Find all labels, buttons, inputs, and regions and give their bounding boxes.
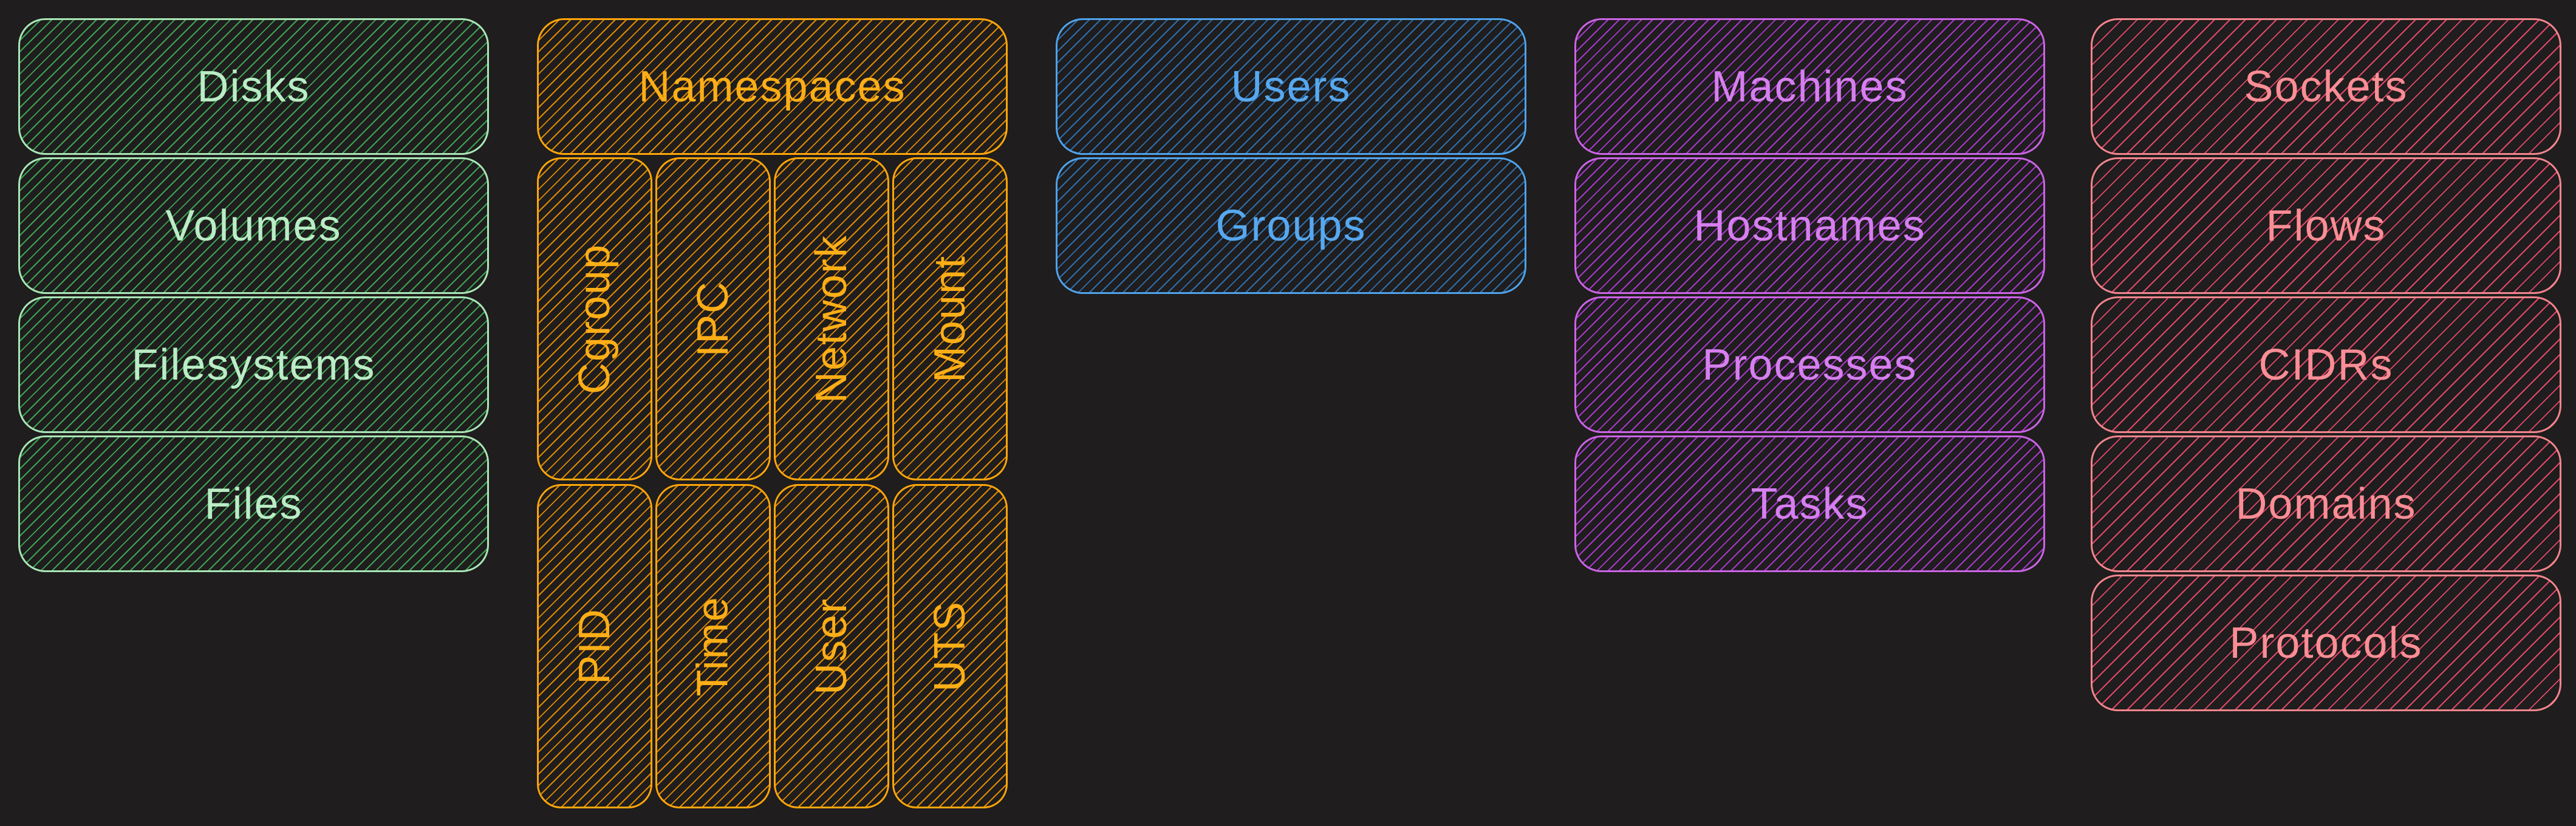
- node-label: Groups: [1215, 201, 1367, 250]
- node-sockets: Sockets: [2091, 18, 2561, 155]
- node-users: Users: [1056, 18, 1526, 155]
- node-label: Namespaces: [638, 62, 906, 111]
- node-protocols: Protocols: [2091, 575, 2561, 711]
- node-cidrs: CIDRs: [2091, 296, 2561, 433]
- node-groups: Groups: [1056, 157, 1526, 294]
- node-label: CIDRs: [2258, 340, 2394, 389]
- node-network: Network: [774, 157, 889, 480]
- node-files: Files: [18, 435, 489, 572]
- node-time: Time: [655, 484, 771, 808]
- node-label: Machines: [1711, 62, 1908, 111]
- node-label: Sockets: [2244, 62, 2408, 111]
- node-label: Protocols: [2229, 618, 2423, 667]
- node-label: Processes: [1702, 340, 1918, 389]
- node-uts: UTS: [892, 484, 1008, 808]
- node-label: Hostnames: [1693, 201, 1926, 250]
- node-label: Volumes: [165, 201, 342, 250]
- node-disks: Disks: [18, 18, 489, 155]
- node-tasks: Tasks: [1574, 435, 2045, 572]
- node-ipc: IPC: [655, 157, 771, 480]
- node-label: Disks: [197, 62, 310, 111]
- node-cgroup: Cgroup: [537, 157, 652, 480]
- namespaces-header: Namespaces: [537, 18, 1008, 155]
- node-label: Files: [204, 479, 303, 528]
- node-domains: Domains: [2091, 435, 2561, 572]
- node-processes: Processes: [1574, 296, 2045, 433]
- node-flows: Flows: [2091, 157, 2561, 294]
- node-label: Flows: [2266, 201, 2386, 250]
- node-hostnames: Hostnames: [1574, 157, 2045, 294]
- node-label: Filesystems: [131, 340, 376, 389]
- node-machines: Machines: [1574, 18, 2045, 155]
- node-label: Users: [1231, 62, 1351, 111]
- node-mount: Mount: [892, 157, 1008, 480]
- node-user: User: [774, 484, 889, 808]
- node-label: Domains: [2235, 479, 2417, 528]
- node-filesystems: Filesystems: [18, 296, 489, 433]
- node-label: Tasks: [1751, 479, 1869, 528]
- node-volumes: Volumes: [18, 157, 489, 294]
- node-pid: PID: [537, 484, 652, 808]
